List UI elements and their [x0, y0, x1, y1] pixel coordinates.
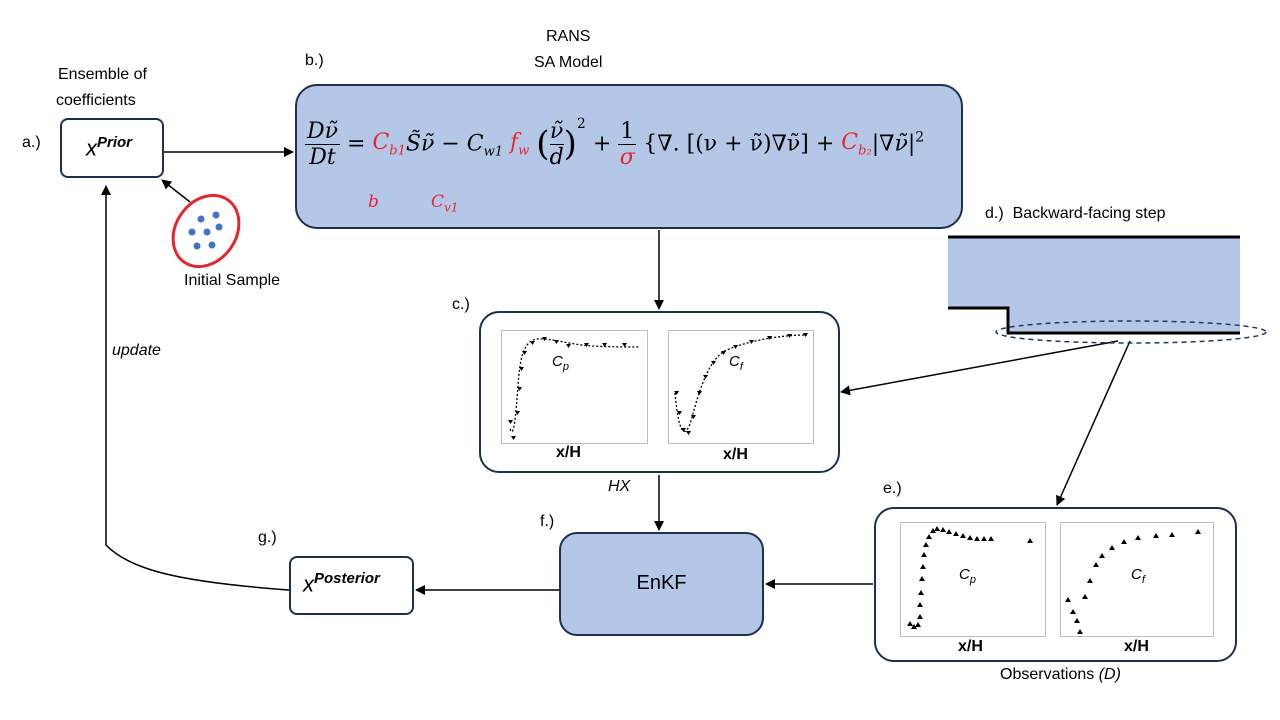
fw-function: fw: [510, 129, 530, 159]
b-parameter: b: [368, 192, 379, 212]
model-cp-curve: [508, 337, 641, 440]
observations-caption: Observations (D): [1000, 666, 1121, 683]
prior-symbol: xPrior: [86, 134, 133, 161]
model-cp-xlabel: x/H: [556, 444, 581, 461]
arrow-step-to-model-output: [840, 340, 1119, 396]
label-b: b.): [305, 52, 324, 69]
model-output-box: Cp x/H Cf x/H: [479, 311, 840, 473]
nu-over-d: ν̃ d: [549, 118, 564, 170]
enkf-box: EnKF: [559, 532, 764, 636]
model-cp-label: Cp: [552, 353, 569, 373]
obs-cf-plot: Cf: [1060, 522, 1214, 637]
obs-cp-plot: Cp: [900, 522, 1046, 637]
observations-box: Cp x/H Cf x/H: [874, 507, 1237, 662]
cv1-parameter: Cv1: [431, 192, 459, 215]
hx-label: HX: [608, 478, 631, 495]
initial-sample-label: Initial Sample: [184, 272, 281, 289]
update-label: update: [112, 342, 161, 359]
ensemble-title-line1: Ensemble of: [58, 66, 147, 83]
label-f: f.): [540, 513, 555, 530]
obs-cp-label: Cp: [959, 566, 976, 586]
obs-cf-label: Cf: [1131, 566, 1145, 586]
rans-title-line2: SA Model: [534, 54, 603, 71]
initial-sample-ellipse: [171, 193, 241, 269]
model-cf-label: Cf: [729, 353, 743, 373]
obs-cp-markers: [907, 526, 1033, 629]
label-c: c.): [452, 296, 470, 313]
model-cp-plot: Cp: [501, 330, 648, 444]
cb1-coefficient: Cb1: [372, 129, 406, 159]
label-d: d.) Backward-facing step: [985, 205, 1166, 222]
arrow-sample-to-prior: [161, 179, 191, 203]
posterior-symbol: xPosterior: [303, 570, 380, 597]
label-g: g.): [258, 529, 277, 546]
model-cf-curve: [674, 333, 808, 435]
cb2-coefficient: Cb₂: [841, 129, 872, 159]
model-cp-markers: [508, 337, 627, 440]
arrow-step-to-observations: [1056, 340, 1131, 506]
rans-title-line1: RANS: [546, 28, 591, 45]
arrow-update-loop: [101, 185, 290, 591]
obs-cf-markers: [1065, 529, 1201, 634]
label-e: e.): [883, 480, 902, 497]
model-cf-xlabel: x/H: [723, 446, 748, 463]
lhs-fraction: Dν̃ Dt: [305, 118, 341, 170]
ensemble-title-line2: coefficients: [56, 92, 136, 109]
obs-cf-xlabel: x/H: [1124, 638, 1149, 655]
enkf-label: EnKF: [636, 572, 687, 594]
one-over-sigma: 1 σ: [618, 118, 637, 170]
sa-equation: Dν̃ Dt = Cb1S̃ν̃ − Cw1 fw ( ν̃ d )2 + 1 …: [305, 116, 925, 170]
rans-box: Dν̃ Dt = Cb1S̃ν̃ − Cw1 fw ( ν̃ d )2 + 1 …: [295, 84, 963, 229]
model-cf-plot: Cf: [668, 330, 814, 444]
prior-box: xPrior: [60, 118, 164, 178]
obs-cp-xlabel: x/H: [958, 638, 983, 655]
model-cf-markers: [674, 333, 808, 435]
backward-step-title: Backward-facing step: [1012, 205, 1166, 222]
backward-step-geometry: [948, 235, 1267, 344]
label-a: a.): [22, 134, 41, 151]
posterior-box: xPosterior: [289, 556, 414, 615]
